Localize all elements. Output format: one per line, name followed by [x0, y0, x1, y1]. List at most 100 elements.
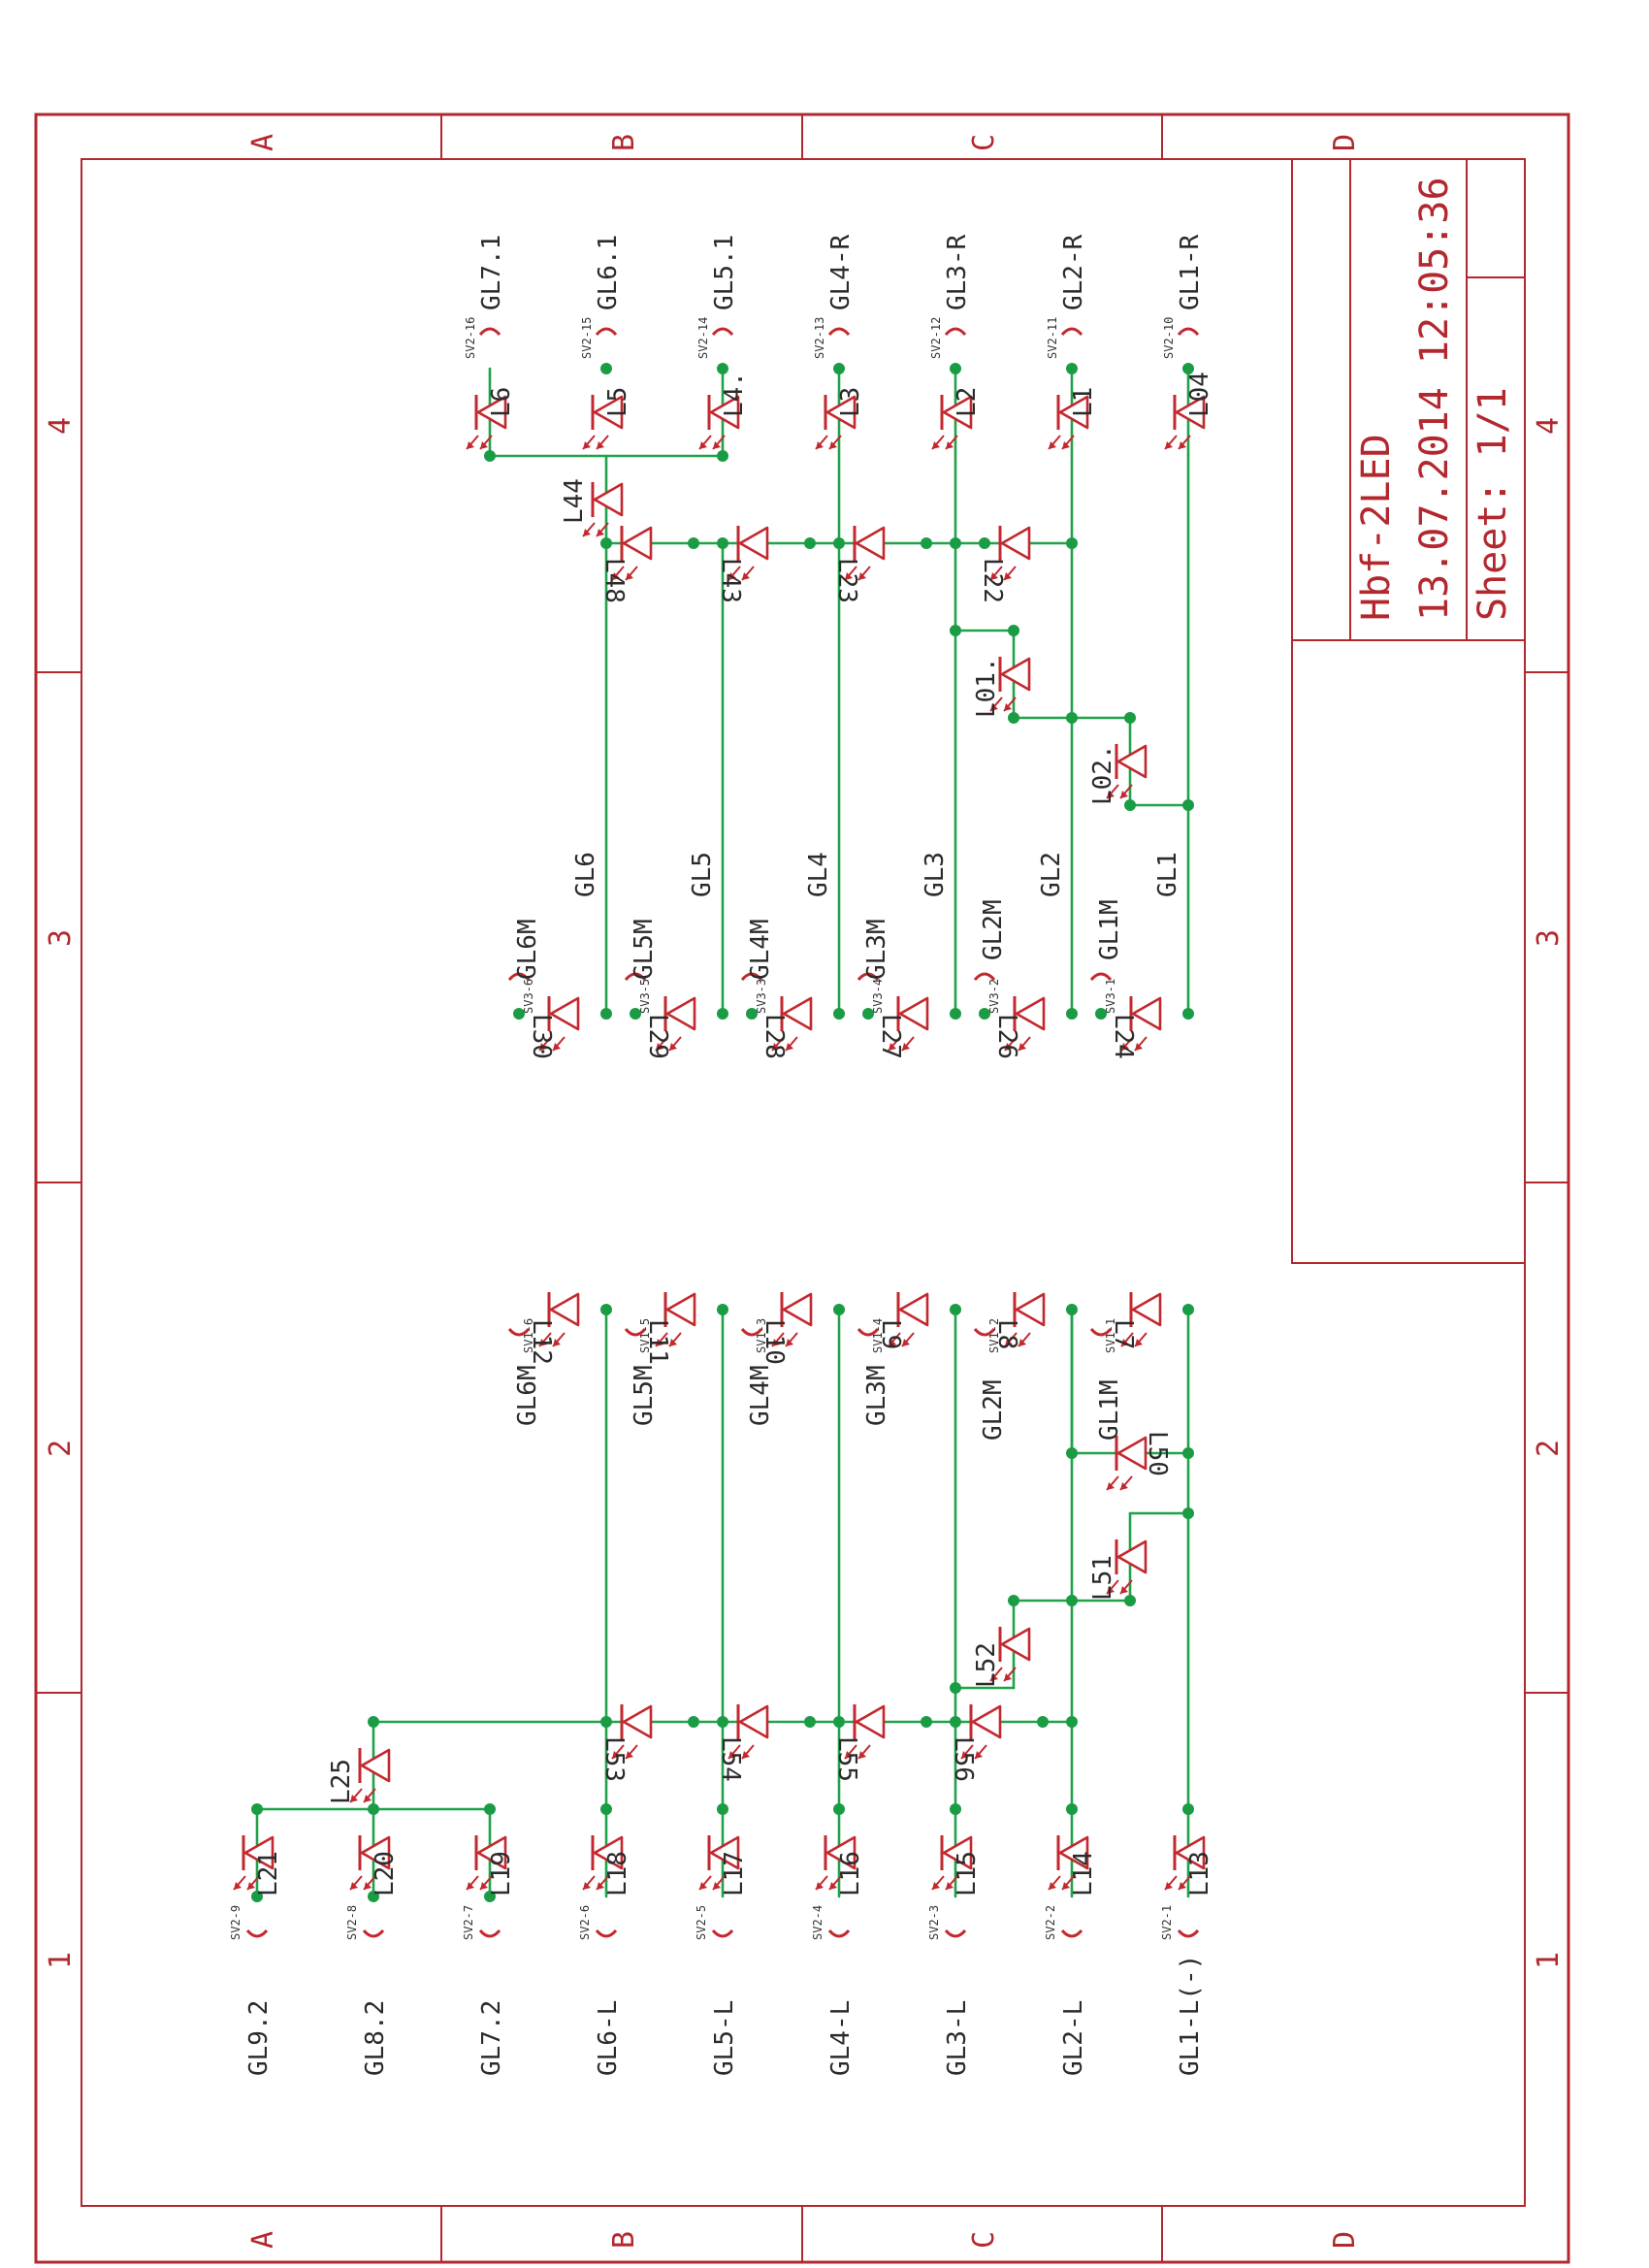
title-block	[1291, 158, 1526, 1264]
junction-dot	[1124, 799, 1136, 811]
junction-dot	[717, 1716, 728, 1728]
pin-label: SV2-7	[462, 1905, 475, 1940]
net-gl4-l: GL4-L	[826, 2000, 856, 2076]
net-gl3: GL3	[921, 852, 950, 897]
junction-dot	[950, 1716, 961, 1728]
light-arrow-head	[845, 1751, 853, 1759]
led-label: L25	[327, 1759, 356, 1804]
led-label: L11	[643, 1319, 672, 1365]
led-l25	[349, 1748, 391, 1803]
pin-hook	[740, 1327, 763, 1337]
led-l04	[1164, 395, 1206, 450]
connector-sv3-4	[857, 972, 880, 982]
junction-dot	[1124, 1595, 1136, 1606]
led-l13	[1164, 1835, 1206, 1891]
junction-dot	[921, 537, 932, 549]
junction-dot	[833, 1716, 845, 1728]
zone-bottom-d: D	[1328, 2231, 1362, 2249]
connector-sv2-13	[827, 327, 851, 337]
junction-dot	[513, 1008, 525, 1020]
pin-label: SV2-4	[811, 1905, 824, 1940]
led-body	[898, 996, 929, 1031]
zone-bottom-c: C	[967, 2231, 1001, 2249]
light-arrow-head	[961, 1751, 969, 1759]
light-arrow-head	[669, 1043, 677, 1051]
junction-dot	[833, 1803, 845, 1815]
light-arrow-head	[1120, 791, 1128, 798]
light-arrow-head	[829, 441, 837, 449]
led-body	[782, 996, 813, 1031]
light-arrow-head	[829, 1882, 837, 1890]
light-arrow-head	[1179, 1882, 1186, 1890]
pin-label: SV2-13	[813, 317, 826, 359]
light-arrow-head	[626, 572, 633, 580]
led-body	[1058, 395, 1089, 430]
junction-dot	[950, 1304, 961, 1315]
zone-top-b: B	[607, 134, 641, 151]
net-gl4: GL4	[804, 852, 833, 897]
title-sheet: Sheet: 1/1	[1471, 387, 1515, 621]
connector-sv2-2	[1060, 1928, 1083, 1938]
net-gl1-r: GL1-R	[1176, 234, 1205, 310]
junction-dot	[368, 1891, 379, 1902]
light-arrow-head	[364, 1882, 372, 1890]
led-label: L44	[560, 478, 589, 524]
light-arrow-head	[480, 1882, 488, 1890]
light-arrow-head	[597, 1882, 604, 1890]
pin-label: SV1-6	[522, 1318, 535, 1353]
net-gl4m-a: GL4M	[746, 1365, 775, 1426]
led-label: L15	[953, 1851, 982, 1896]
net-gl2-l: GL2-L	[1059, 2000, 1088, 2076]
junction-dot	[688, 1716, 699, 1728]
pin-hook	[827, 1928, 851, 1938]
led-label: L56	[949, 1736, 978, 1782]
connector-sv2-15	[595, 327, 618, 337]
pin-label: SV2-1	[1160, 1905, 1174, 1940]
led-label: L9	[876, 1319, 905, 1349]
led-l14	[1048, 1835, 1089, 1891]
net-gl4m-b: GL4M	[746, 919, 775, 980]
light-arrow-head	[1049, 1882, 1056, 1890]
junction-dot	[484, 1803, 496, 1815]
led-body	[738, 526, 769, 561]
led-label: L1	[1069, 387, 1098, 417]
led-l26	[1004, 996, 1046, 1052]
led-body	[971, 1704, 1002, 1739]
pin-label: SV3-4	[871, 979, 885, 1014]
light-arrow-head	[946, 441, 954, 449]
junction-dot	[600, 1304, 612, 1315]
connector-sv3-2	[973, 972, 996, 982]
pin-hook	[973, 1327, 996, 1337]
junction-dot	[1124, 712, 1136, 724]
junction-dot	[251, 1891, 263, 1902]
junction-dot	[251, 1803, 263, 1815]
light-arrow-head	[932, 441, 940, 449]
pin-label: SV2-9	[229, 1905, 242, 1940]
junction-dot	[950, 1008, 961, 1020]
light-arrow-head	[669, 1339, 677, 1346]
junction-dot	[1066, 712, 1078, 724]
junction-dots	[251, 363, 1194, 1902]
led-label: L7	[1109, 1319, 1138, 1349]
junction-dot	[833, 1008, 845, 1020]
led-body	[1116, 1539, 1148, 1574]
light-arrow-head	[713, 441, 721, 449]
connector-sv2-5	[711, 1928, 734, 1938]
light-arrow-head	[728, 572, 736, 580]
led-body	[1000, 526, 1031, 561]
led-l5	[582, 395, 624, 450]
junction-dot	[1066, 537, 1078, 549]
title-date: 13.07.2014 12:05:36	[1412, 177, 1457, 621]
junction-dot	[979, 1008, 990, 1020]
led-l51	[1106, 1539, 1148, 1595]
pin-label: SV1-2	[987, 1318, 1001, 1353]
light-arrow-head	[902, 1043, 910, 1051]
pin-hook	[507, 1327, 531, 1337]
led-body	[549, 996, 580, 1031]
light-arrow-head	[1018, 1339, 1026, 1346]
led-label: L13	[1185, 1851, 1214, 1896]
light-arrow-head	[553, 1043, 561, 1051]
led-l43	[728, 526, 769, 581]
junction-dot	[1066, 1008, 1078, 1020]
